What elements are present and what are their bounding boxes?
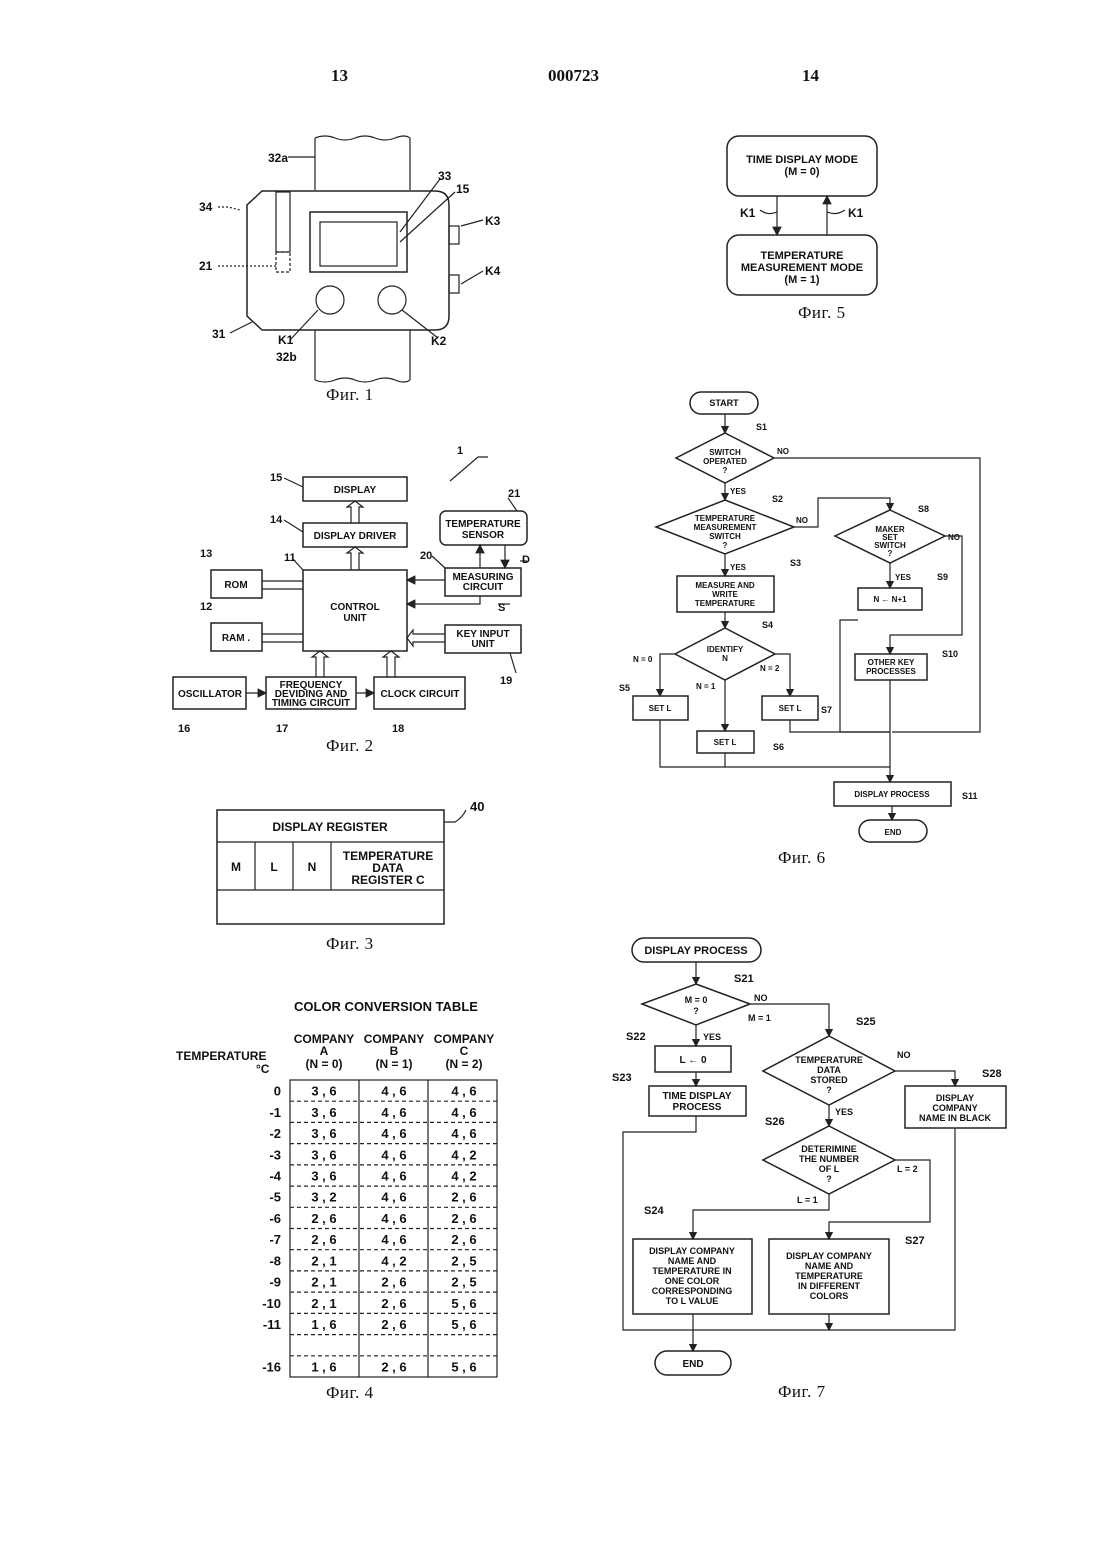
fig7-step-s27: S27 [905,1235,925,1247]
fig7-s24-3: TEMPERATURE IN [652,1266,731,1276]
fig7-s21-2: ? [693,1006,699,1016]
fig7-s24-6: TO L VALUE [666,1296,719,1306]
fig7-s26-2: THE NUMBER [799,1154,859,1164]
fig7-s27-3: TEMPERATURE [795,1271,863,1281]
fig7-s27-1: DISPLAY COMPANY [786,1251,872,1261]
fig7-s26-4: ? [826,1174,832,1184]
fig7-step-s23: S23 [612,1072,632,1084]
fig7-s25-4: ? [826,1085,832,1095]
fig7-s26-1: DETERIMINE [801,1144,857,1154]
fig7-s25-2: DATA [817,1065,841,1075]
fig7-s26-l1: L = 1 [797,1195,818,1205]
fig7-step-s21: S21 [734,973,754,985]
fig7-step-s28: S28 [982,1068,1002,1080]
fig7-s26-l2: L = 2 [897,1164,918,1174]
fig7-s21-1: M = 0 [685,995,708,1005]
fig7-start-label: DISPLAY PROCESS [644,945,747,957]
fig7-s24-5: CORRESPONDING [652,1286,733,1296]
fig7-end-label: END [682,1359,703,1370]
fig7-s25-3: STORED [810,1075,848,1085]
fig7-s28-3: NAME IN BLACK [919,1113,991,1123]
fig7-step-s22: S22 [626,1031,646,1043]
fig7-s21-yes: YES [703,1032,721,1042]
fig7-s25-no: NO [897,1050,911,1060]
fig7-s24-4: ONE COLOR [665,1276,720,1286]
fig7-s21-m1: M = 1 [748,1013,771,1023]
fig7-s24-1: DISPLAY COMPANY [649,1246,735,1256]
fig7-s25-1: TEMPERATURE [795,1055,863,1065]
fig7-s26-3: OF L [819,1164,840,1174]
fig7-s24-2: NAME AND [668,1256,717,1266]
fig7-s28-1: DISPLAY [936,1093,974,1103]
fig7-s28-2: COMPANY [932,1103,977,1113]
fig7-s22-label: L ← 0 [679,1055,706,1066]
fig7-step-s26: S26 [765,1116,785,1128]
fig7-s25-yes: YES [835,1107,853,1117]
fig7-step-s25: S25 [856,1016,876,1028]
fig7-s27-4: IN DIFFERENT [798,1281,861,1291]
fig7-s21-no: NO [754,993,768,1003]
fig7-s23-1: TIME DISPLAY [662,1091,731,1102]
fig7-s27-5: COLORS [810,1291,849,1301]
fig7-s23-2: PROCESS [673,1102,722,1113]
fig7-s27-2: NAME AND [805,1261,854,1271]
fig7-step-s24: S24 [644,1205,664,1217]
